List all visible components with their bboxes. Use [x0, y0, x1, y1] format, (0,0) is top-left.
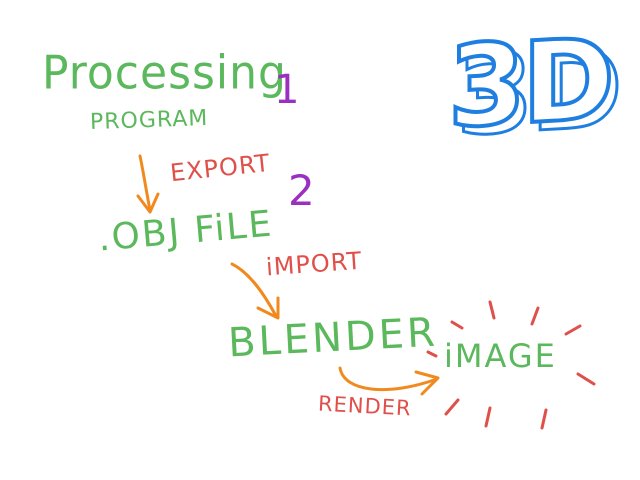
- arrow-export: [136, 154, 160, 214]
- node-blender: BLENDER: [226, 309, 439, 367]
- node-image: iMAGE: [444, 337, 557, 375]
- arrow-import: [230, 262, 280, 320]
- badge-3d: 3D: [446, 13, 613, 156]
- step-number-2: 2: [288, 166, 315, 215]
- arrow-render: [338, 366, 440, 396]
- step-number-1: 1: [274, 67, 300, 113]
- edge-label-render: RENDER: [317, 391, 413, 421]
- edge-label-import: iMPORT: [265, 246, 364, 282]
- image-rays: [426, 300, 596, 430]
- node-program: PROGRAM: [89, 105, 209, 136]
- node-processing: Processing: [42, 46, 287, 101]
